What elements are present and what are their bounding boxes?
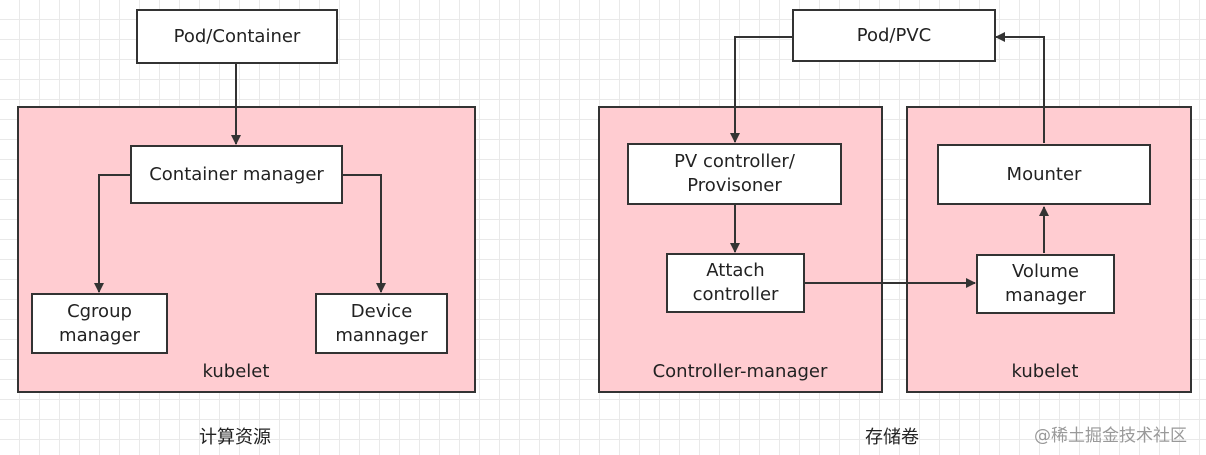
kubelet-compute-label: kubelet bbox=[202, 361, 270, 382]
container-manager-node: Container manager bbox=[130, 145, 343, 204]
pv-controller-node: PV controller/ Provisoner bbox=[627, 143, 842, 205]
watermark-text: @稀土掘金技术社区 bbox=[1034, 426, 1187, 446]
cgroup-manager-node: Cgroup manager bbox=[31, 293, 168, 354]
device-manager-node: Device mannager bbox=[315, 293, 448, 354]
pod-pvc-node: Pod/PVC bbox=[792, 9, 996, 62]
compute-resources-caption: 计算资源 bbox=[199, 427, 271, 448]
kubelet-storage-label: kubelet bbox=[1011, 361, 1079, 382]
storage-volume-caption: 存储卷 bbox=[865, 427, 919, 448]
controller-manager-label: Controller-manager bbox=[652, 361, 828, 382]
mounter-node: Mounter bbox=[937, 144, 1151, 205]
attach-controller-node: Attach controller bbox=[666, 253, 805, 313]
volume-manager-node: Volume manager bbox=[976, 254, 1115, 314]
pod-container-node: Pod/Container bbox=[136, 9, 338, 64]
